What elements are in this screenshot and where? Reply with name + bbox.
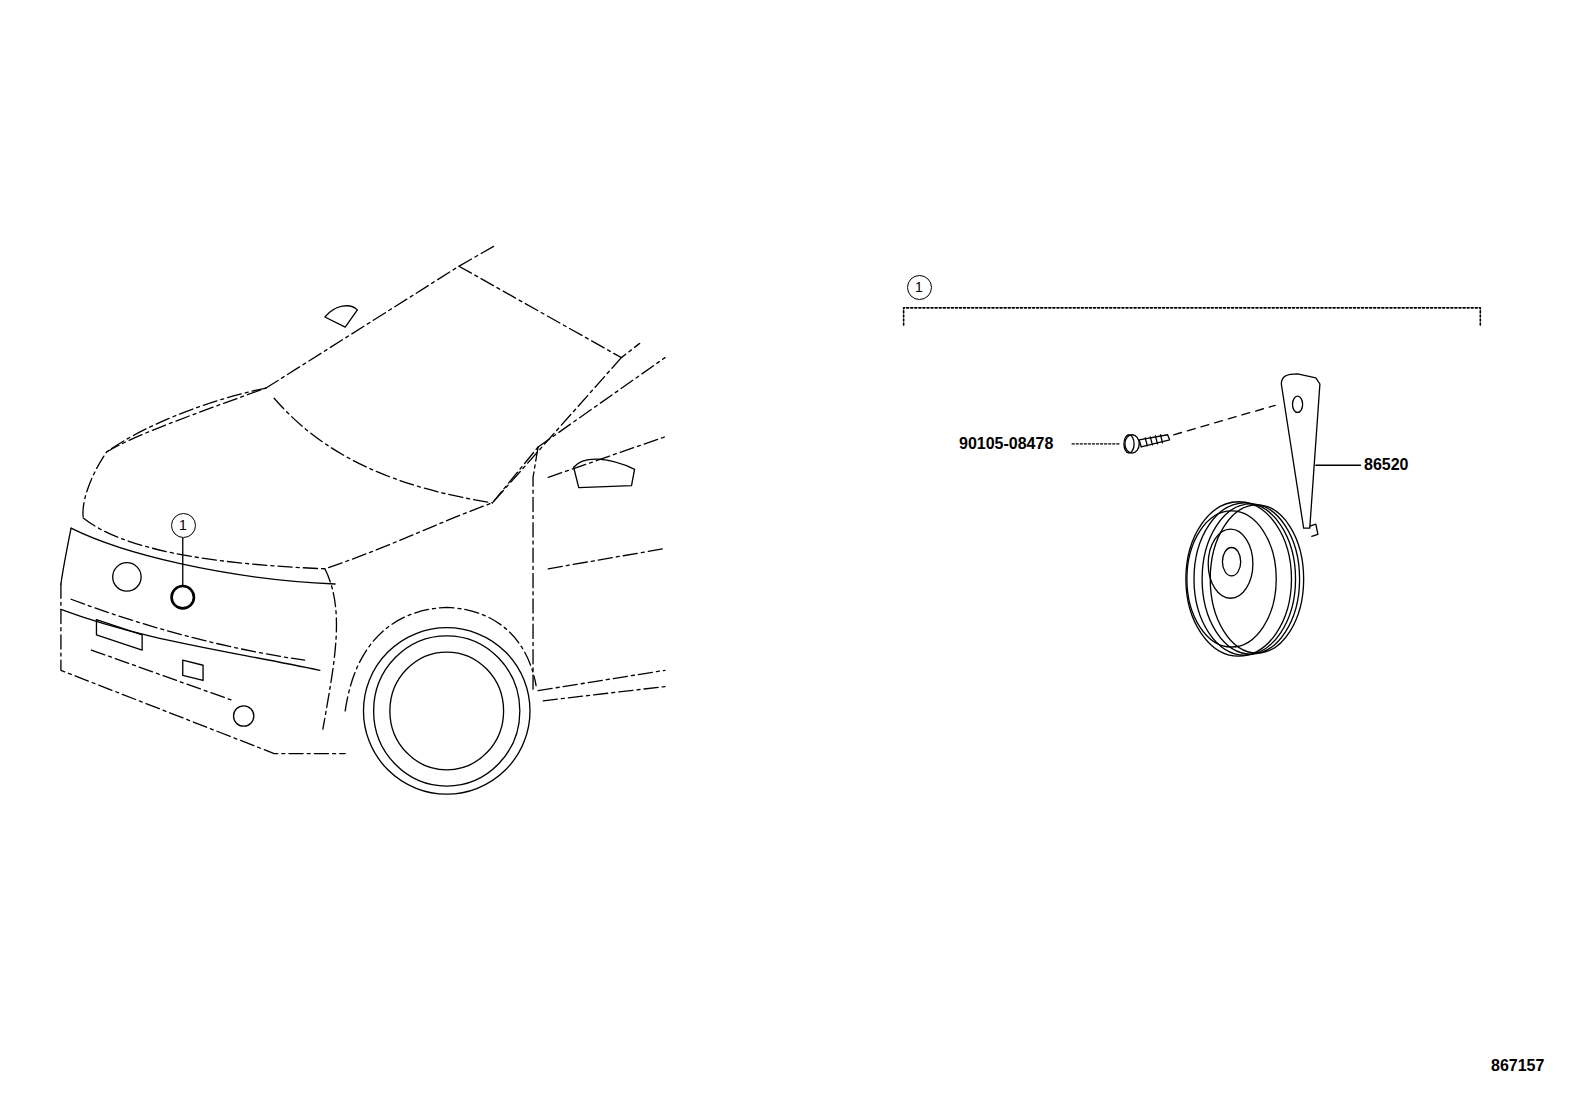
- callout-circle: 1: [171, 513, 196, 538]
- location-mark: [172, 586, 194, 608]
- leader-line: [1072, 443, 1121, 444]
- horn-symbol: [1186, 374, 1320, 656]
- bolt-symbol: [1124, 435, 1170, 453]
- car-outline: [61, 246, 665, 754]
- part-number: 90105-08478: [958, 436, 1054, 452]
- leader-line: [1316, 465, 1361, 466]
- callout-circle: 1: [907, 275, 932, 300]
- part-number: 86520: [1363, 457, 1410, 473]
- callout-number: 1: [915, 280, 923, 294]
- assembly-line: [1174, 405, 1276, 434]
- group-bracket: [904, 308, 1481, 325]
- diagram-id: 867157: [1490, 1058, 1545, 1074]
- leader-line: [182, 538, 183, 585]
- callout-number: 1: [179, 518, 187, 532]
